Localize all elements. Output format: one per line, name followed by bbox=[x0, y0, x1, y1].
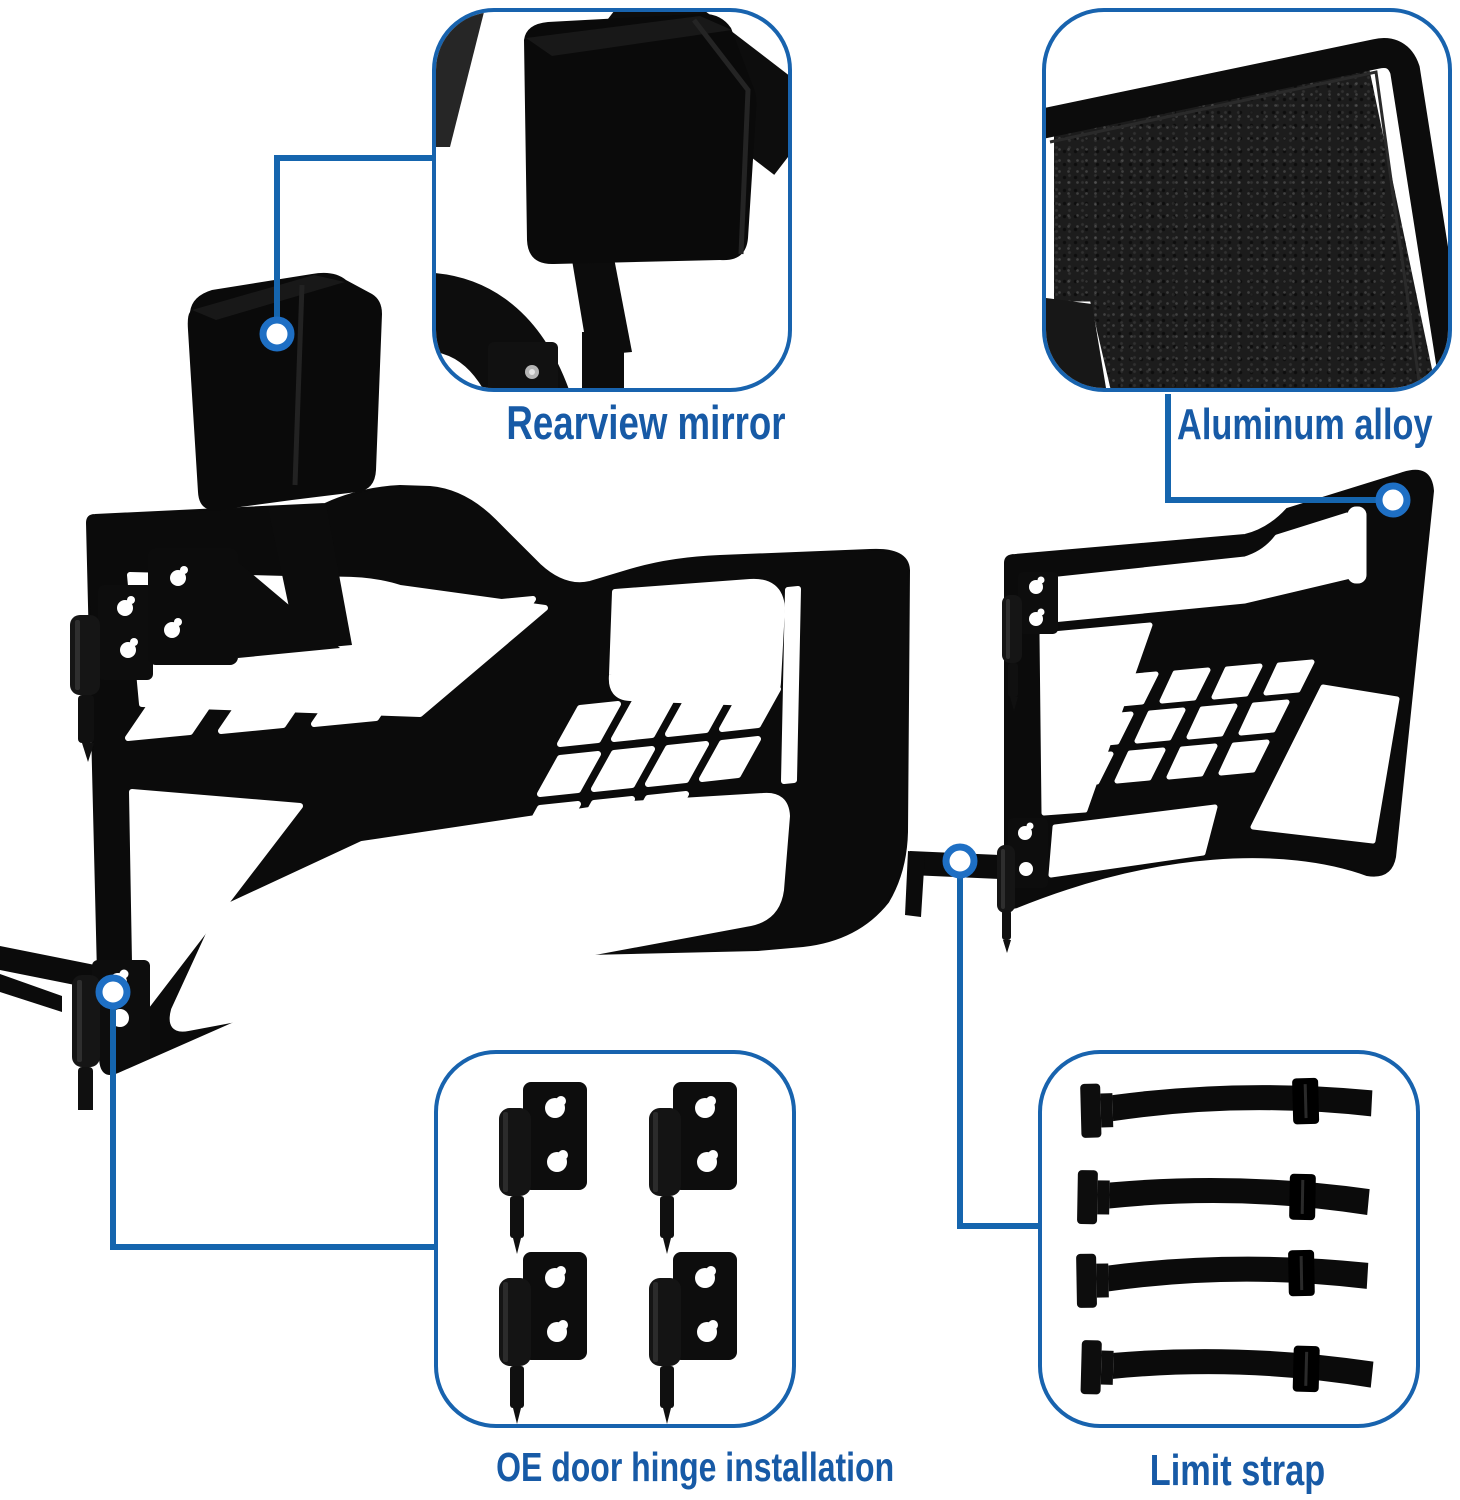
frame-tab bbox=[1046, 298, 1106, 388]
door-bracket bbox=[488, 342, 558, 388]
strap-icon bbox=[1080, 1077, 1373, 1138]
strap-set bbox=[1076, 1077, 1374, 1395]
label-aluminum-alloy-text: Aluminum alloy bbox=[1177, 400, 1433, 449]
mirror-crease bbox=[692, 18, 751, 255]
label-oe-door-hinge: OE door hinge installation bbox=[440, 1445, 894, 1489]
rearview-mirror-mount bbox=[148, 504, 352, 665]
mirror-stem bbox=[572, 258, 632, 356]
mirror-stem-base bbox=[582, 332, 624, 388]
front-door-cutouts bbox=[125, 572, 801, 1032]
frame-groove bbox=[1049, 70, 1422, 388]
label-rearview-mirror: Rearview mirror bbox=[467, 396, 797, 449]
hinge-icon bbox=[649, 1252, 737, 1424]
strap-icon bbox=[1080, 1340, 1374, 1395]
rearview-mirror bbox=[187, 272, 382, 511]
strap-icon bbox=[1076, 1249, 1369, 1308]
label-rearview-mirror-text: Rearview mirror bbox=[506, 396, 786, 449]
rearview-mirror-closeup bbox=[436, 12, 788, 388]
front-tube-door-figure bbox=[0, 272, 910, 1110]
windshield-corner bbox=[436, 12, 484, 147]
hinge-icon bbox=[499, 1082, 587, 1254]
callout-aluminum-alloy-box bbox=[1042, 8, 1452, 392]
callout-limit-strap-box bbox=[1038, 1050, 1420, 1428]
label-oe-door-hinge-text: OE door hinge installation bbox=[496, 1444, 895, 1490]
rear-door-limit-strap bbox=[905, 851, 1000, 917]
rear-door-hinge-top bbox=[1002, 572, 1058, 711]
hinge-icon bbox=[499, 1252, 587, 1424]
front-door-hinge-bottom bbox=[72, 960, 150, 1110]
hinge-icon bbox=[649, 1082, 737, 1254]
rear-tube-door-figure bbox=[905, 469, 1435, 953]
front-door-hinge-top bbox=[70, 585, 153, 762]
frame-tube bbox=[1046, 38, 1448, 388]
rear-door-cutouts bbox=[1037, 506, 1400, 878]
aluminum-frame bbox=[1046, 38, 1448, 388]
hinge-set bbox=[499, 1082, 737, 1424]
callout-oe-hinge-box bbox=[434, 1050, 796, 1428]
strap-icon bbox=[1077, 1170, 1370, 1225]
front-door-frame bbox=[0, 272, 910, 1110]
label-limit-strap: Limit strap bbox=[1057, 1446, 1417, 1495]
aluminum-texture bbox=[1054, 60, 1436, 388]
screw-highlight bbox=[529, 369, 535, 375]
rear-door-frame bbox=[905, 469, 1435, 953]
mirror-head bbox=[524, 13, 757, 265]
label-limit-strap-text: Limit strap bbox=[1149, 1446, 1325, 1495]
callout-rearview-mirror-box bbox=[432, 8, 792, 392]
label-aluminum-alloy: Aluminum alloy bbox=[1140, 400, 1460, 449]
mirror-top-facet bbox=[526, 16, 732, 56]
